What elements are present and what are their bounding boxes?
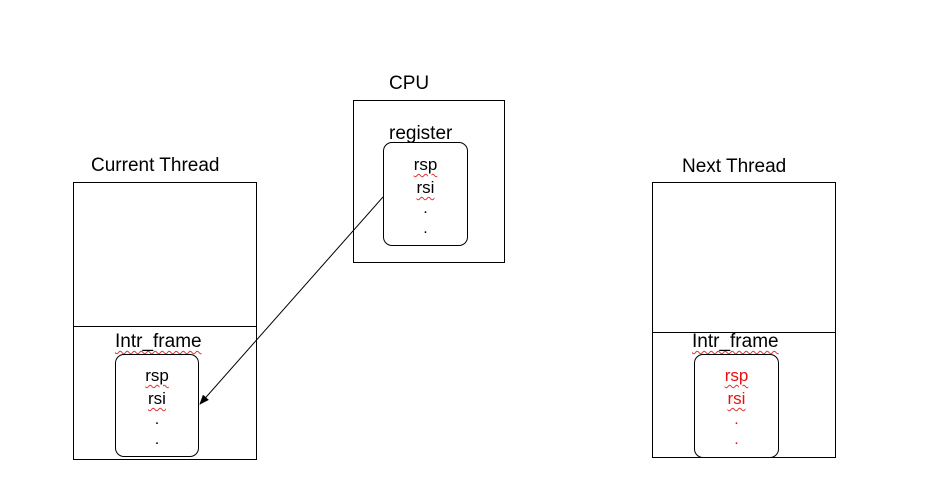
next-thread-divider (652, 332, 836, 333)
cpu-reg-rsp: rsp (413, 155, 438, 174)
current-thread-title: Current Thread (91, 155, 220, 176)
current-thread-intr-frame-box: rsp rsi . . (115, 354, 199, 457)
next-thread-title: Next Thread (682, 156, 787, 177)
current-reg-rsp: rsp (145, 366, 169, 385)
cpu-title: CPU (389, 73, 430, 94)
current-reg-dot: . (154, 411, 160, 428)
cpu-reg-rsi: rsi (416, 178, 435, 197)
current-thread-divider (73, 326, 257, 327)
next-thread-intr-frame-label: Intr_frame (692, 331, 779, 352)
next-reg-rsp: rsp (724, 366, 749, 385)
current-reg-dot: . (154, 431, 160, 448)
next-reg-rsi: rsi (727, 389, 746, 408)
cpu-register-box: rsp rsi . . (383, 142, 468, 246)
arrow-line (199, 196, 384, 405)
next-reg-dot: . (734, 411, 739, 428)
cpu-reg-dot: . (423, 200, 428, 217)
cpu-register-label: register (389, 123, 453, 144)
cpu-reg-dot: . (423, 220, 428, 237)
current-reg-rsi: rsi (148, 389, 166, 408)
next-reg-dot: . (734, 431, 739, 448)
next-thread-intr-frame-box: rsp rsi . . (694, 354, 779, 458)
current-thread-intr-frame-label: Intr_frame (115, 331, 202, 352)
